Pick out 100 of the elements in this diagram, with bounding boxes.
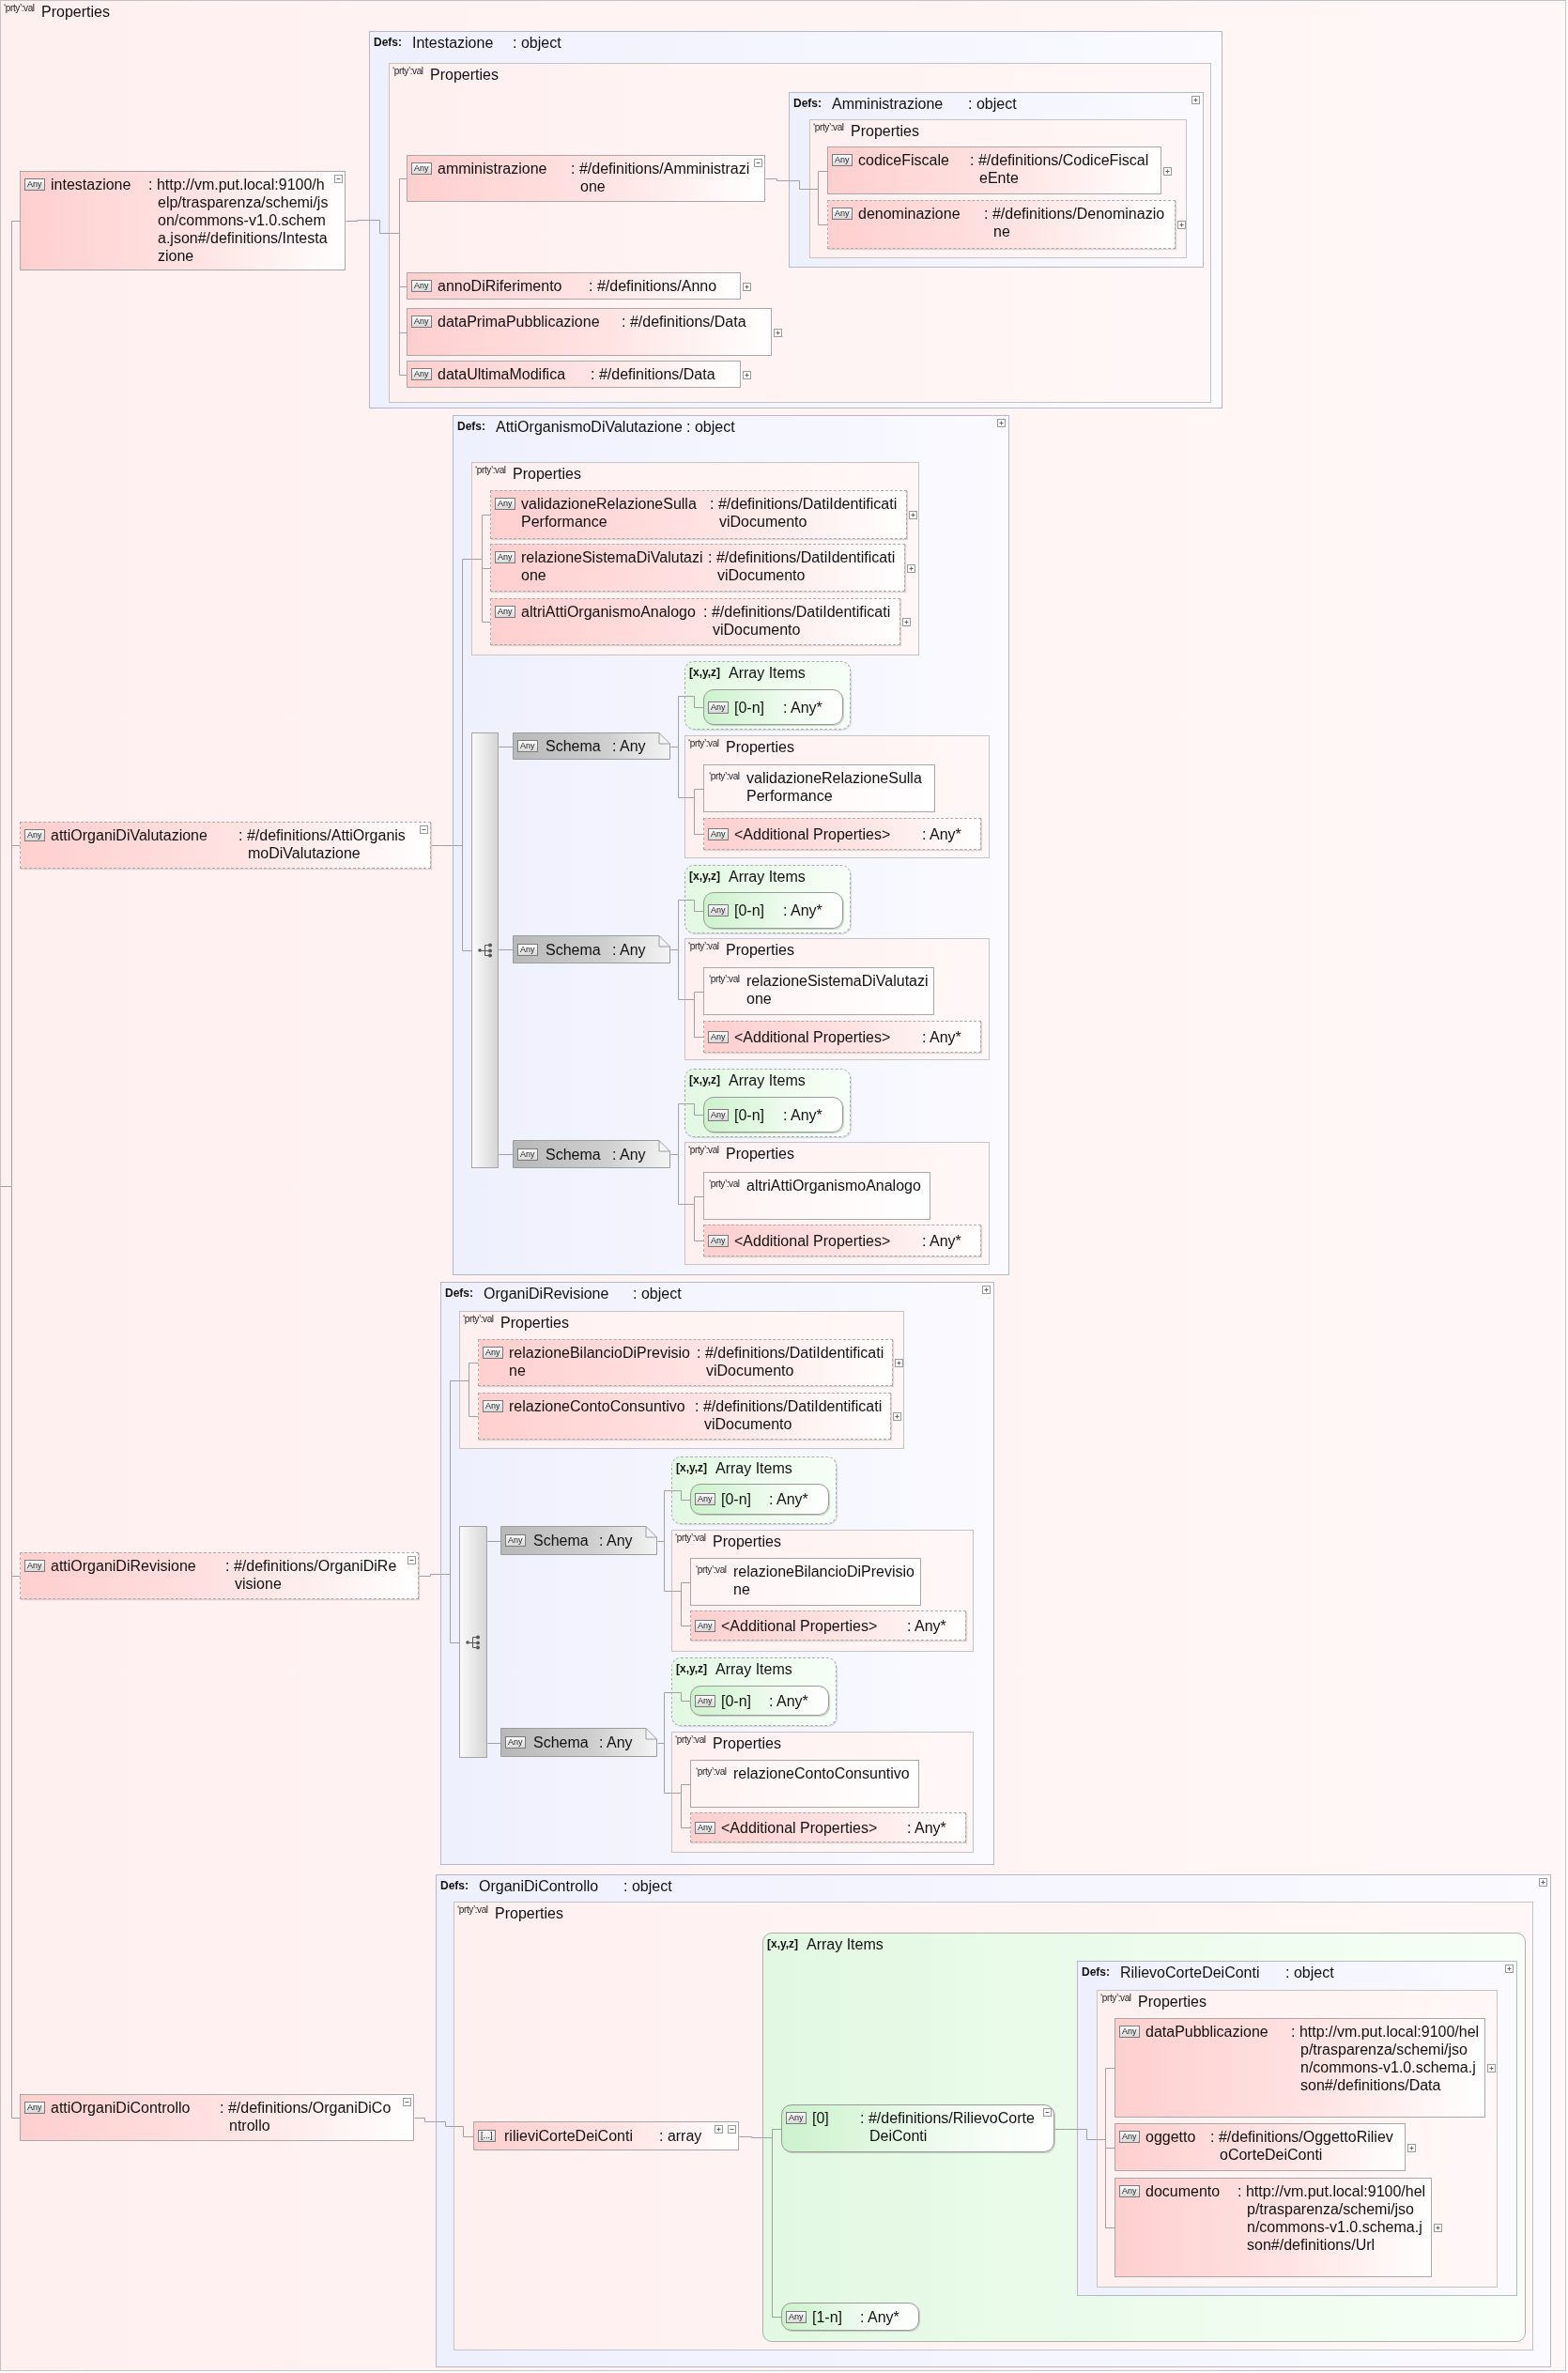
type-reference: : #/definitions/Amministrazione bbox=[571, 160, 750, 195]
property-box bbox=[20, 2094, 414, 2141]
type-reference: : Any* bbox=[922, 1028, 961, 1046]
type-reference: : #/definitions/CodiceFiscaleEnte bbox=[970, 151, 1150, 187]
connector-line bbox=[453, 845, 463, 846]
connector-line bbox=[450, 1380, 460, 1381]
connector-line bbox=[694, 992, 695, 1000]
connector-line bbox=[818, 224, 828, 225]
type-reference: : #/definitions/DatiIdentificativiDocumento bbox=[708, 548, 897, 584]
definition-panel bbox=[1077, 1961, 1517, 2296]
definition-type: : object bbox=[686, 418, 735, 436]
connector-line bbox=[684, 696, 704, 708]
connector-line bbox=[681, 1827, 691, 1828]
properties-panel bbox=[459, 1311, 904, 1449]
property-name: attiOrganiDiControllo bbox=[51, 2099, 191, 2117]
type-tag: Any bbox=[505, 1534, 526, 1547]
array-items-panel bbox=[684, 1069, 851, 1137]
type-reference: : #/definitions/AttiOrganismoDiValutazione bbox=[238, 826, 407, 862]
definition-type: : object bbox=[623, 1877, 672, 1895]
connector-line bbox=[459, 1380, 469, 1381]
connector-line bbox=[11, 2118, 21, 2119]
connector-line bbox=[399, 286, 407, 287]
connector-line bbox=[678, 1103, 685, 1104]
connector-line bbox=[694, 797, 695, 835]
connector-line bbox=[657, 1743, 665, 1744]
connector-line bbox=[681, 1793, 682, 1828]
property-box bbox=[1115, 2178, 1432, 2277]
properties-marker: ‘prty’:val bbox=[392, 66, 423, 77]
definition-name: OrganiDiControllo bbox=[479, 1877, 599, 1895]
type-tag: Any bbox=[411, 280, 432, 292]
array-marker: [x,y,z] bbox=[689, 869, 721, 885]
connector-line bbox=[694, 1196, 704, 1197]
connector-line bbox=[1105, 2148, 1115, 2149]
connector-line bbox=[678, 747, 679, 798]
connector-line bbox=[681, 1784, 682, 1794]
connector-line bbox=[399, 286, 400, 333]
connector-line bbox=[818, 171, 819, 190]
panel-title: Array Items bbox=[715, 1459, 792, 1477]
array-type-tag: [...] bbox=[478, 2130, 496, 2142]
connector-line bbox=[436, 2121, 454, 2127]
connector-line bbox=[462, 845, 463, 951]
connector-line bbox=[369, 220, 390, 234]
type-tag: Any bbox=[708, 1031, 729, 1043]
properties-panel bbox=[1097, 1990, 1498, 2288]
type-tag: Any bbox=[1119, 2185, 1140, 2197]
connector-line bbox=[450, 1642, 460, 1643]
connector-line bbox=[670, 1154, 679, 1155]
connector-line bbox=[694, 999, 695, 1038]
type-tag: Any bbox=[24, 2102, 45, 2114]
properties-marker: ‘prty’:val bbox=[709, 771, 740, 782]
connector-line bbox=[471, 559, 483, 560]
schema-name: Schema bbox=[546, 1146, 601, 1163]
properties-panel bbox=[809, 119, 1187, 258]
connector-line bbox=[11, 1186, 12, 1577]
connector-line bbox=[469, 1416, 479, 1417]
schema-box bbox=[500, 1728, 657, 1757]
connector-line bbox=[450, 1574, 451, 1643]
type-reference: : Any* bbox=[922, 825, 961, 843]
connector-line bbox=[678, 696, 679, 747]
property-name: altriAttiOrganismoAnalogo bbox=[746, 1177, 921, 1194]
property-box bbox=[703, 1225, 981, 1256]
property-box bbox=[703, 967, 934, 1015]
type-reference: : #/definitions/Data bbox=[622, 313, 746, 331]
property-name: attiOrganiDiRevisione bbox=[51, 1557, 196, 1575]
property-name: relazioneSistemaDiValutazione bbox=[521, 548, 704, 584]
connector-line bbox=[11, 1576, 12, 2119]
property-box bbox=[473, 2121, 739, 2150]
type-tag: Any bbox=[495, 606, 515, 618]
connector-line bbox=[1105, 2148, 1106, 2228]
property-name: relazioneContoConsuntivo bbox=[733, 1764, 910, 1782]
type-reference: : Any* bbox=[922, 1232, 961, 1250]
property-box bbox=[20, 1552, 419, 1599]
type-tag: Any bbox=[483, 1400, 503, 1412]
type-tag: Any bbox=[708, 828, 729, 840]
schema-box bbox=[513, 732, 670, 760]
property-name: relazioneBilancioDiPrevisione bbox=[733, 1563, 915, 1598]
property-name: relazioneContoConsuntivo bbox=[509, 1397, 685, 1415]
type-reference: : Any bbox=[612, 737, 646, 755]
array-marker: [x,y,z] bbox=[767, 1936, 799, 1952]
connector-line bbox=[482, 559, 483, 569]
connector-line bbox=[431, 845, 453, 846]
connector-line bbox=[678, 949, 679, 1000]
connector-line bbox=[772, 2129, 782, 2130]
property-name: dataPrimaPubblicazione bbox=[438, 313, 600, 331]
panel-title: Properties bbox=[726, 1145, 794, 1163]
defs-label: Defs: bbox=[440, 1878, 469, 1894]
connector-line bbox=[694, 1037, 704, 1038]
connector-line bbox=[482, 568, 491, 569]
property-box bbox=[827, 200, 1176, 249]
property-name: <Additional Properties> bbox=[734, 1028, 891, 1046]
panel-title: Properties bbox=[495, 1904, 563, 1922]
defs-label: Defs: bbox=[793, 96, 822, 112]
connector-line bbox=[681, 1582, 682, 1592]
connector-line bbox=[469, 1363, 479, 1364]
property-box bbox=[703, 1172, 930, 1220]
properties-marker: ‘prty’:val bbox=[813, 122, 844, 133]
properties-marker: ‘prty’:val bbox=[1100, 1993, 1131, 2004]
connector-line bbox=[678, 1204, 685, 1205]
type-tag: Any bbox=[24, 1560, 45, 1572]
type-tag: Any bbox=[495, 551, 515, 563]
